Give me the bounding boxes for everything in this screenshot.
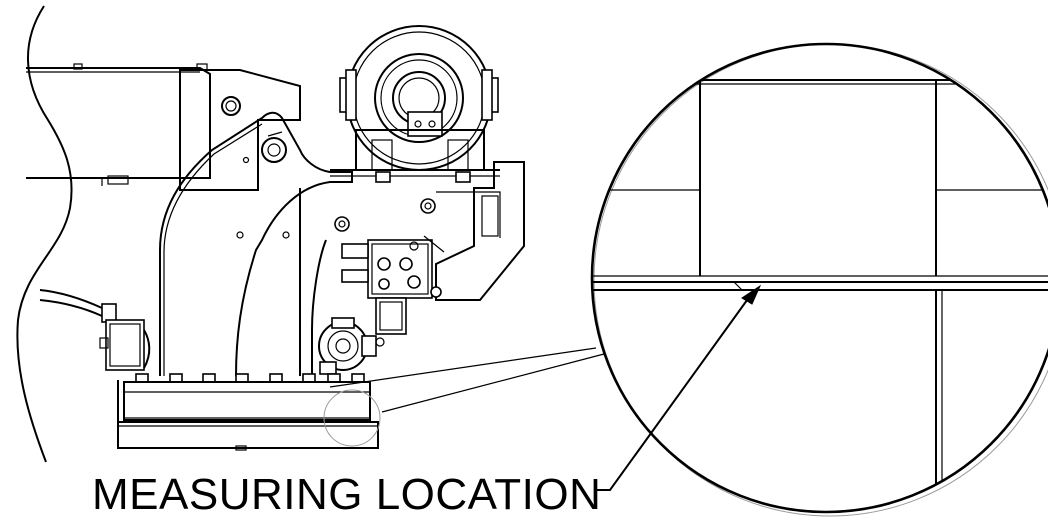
- base-bolts: [135, 373, 365, 383]
- hydraulic-pump: [318, 317, 385, 375]
- magnified-detail-view: [590, 42, 1048, 517]
- bracket-hole-b: [282, 231, 290, 239]
- detail-source-circle: [323, 389, 381, 447]
- detail-connector-lower: [381, 353, 605, 413]
- pivot-bolt: [221, 96, 241, 116]
- mounting-bracket: [159, 111, 353, 377]
- detail-connector-upper: [329, 347, 597, 388]
- upper-arm: [26, 67, 211, 179]
- leader-arrow: [596, 284, 762, 491]
- drive-motor: [330, 25, 500, 183]
- valve-block-left: [105, 319, 145, 371]
- lower-base-plate: [117, 421, 379, 449]
- valve-manifold: [334, 216, 445, 335]
- detail-circle: [590, 42, 1048, 514]
- upper-base-plate: [123, 381, 371, 421]
- side-bracket: [435, 161, 525, 301]
- bracket-hole-a: [236, 231, 244, 239]
- machine-assembly: [16, 5, 525, 463]
- clevis-pin: [261, 137, 287, 163]
- break-line: [16, 5, 73, 463]
- measuring-location-label: MEASURING LOCATION: [92, 470, 602, 519]
